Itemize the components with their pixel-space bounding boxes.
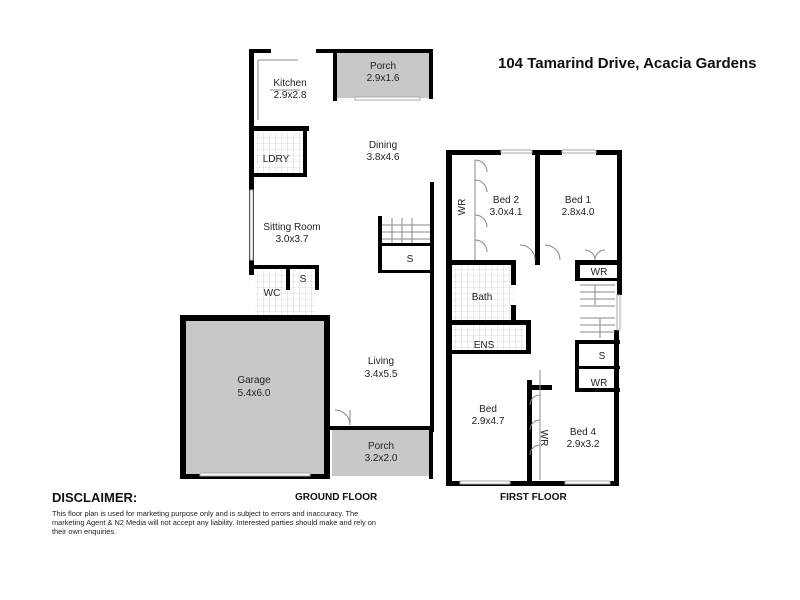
dining-label: Dining bbox=[369, 140, 397, 151]
first-floor-plan bbox=[446, 149, 622, 486]
sitting-room-label: Sitting Room bbox=[263, 222, 320, 233]
storage2-label: S bbox=[300, 274, 307, 285]
ground-floor-label: GROUND FLOOR bbox=[295, 492, 378, 503]
laundry-label: LDRY bbox=[263, 154, 290, 165]
garage-size: 5.4x6.0 bbox=[238, 388, 271, 399]
porch-top-area bbox=[337, 52, 430, 98]
first-floor-label: FIRST FLOOR bbox=[500, 492, 567, 503]
sitting-room-size: 3.0x3.7 bbox=[276, 234, 309, 245]
wc-label: WC bbox=[264, 288, 281, 299]
living-size: 3.4x5.5 bbox=[365, 369, 398, 380]
bed-label: Bed bbox=[479, 404, 497, 415]
wr2-label: WR bbox=[591, 378, 608, 389]
porch-bottom-size: 3.2x2.0 bbox=[365, 453, 398, 464]
porch-top-size: 2.9x1.6 bbox=[367, 73, 400, 84]
porch-bottom-area bbox=[332, 430, 430, 476]
wc-tiles bbox=[255, 270, 315, 315]
bed2-wr-label: WR bbox=[457, 199, 468, 216]
garage-area bbox=[185, 320, 325, 476]
bath-tiles bbox=[452, 264, 514, 320]
bed1-size: 2.8x4.0 bbox=[562, 207, 595, 218]
bath-label: Bath bbox=[472, 292, 493, 303]
property-title: 104 Tamarind Drive, Acacia Gardens bbox=[498, 55, 757, 72]
wr1-label: WR bbox=[591, 267, 608, 278]
laundry-tiles bbox=[255, 132, 303, 174]
bed1-label: Bed 1 bbox=[565, 195, 592, 206]
bed-size: 2.9x4.7 bbox=[472, 416, 505, 427]
storage-label: S bbox=[407, 254, 414, 265]
storage-ff-label: S bbox=[599, 351, 606, 362]
porch-bottom-label: Porch bbox=[368, 441, 394, 452]
living-label: Living bbox=[368, 356, 394, 367]
disclaimer-heading: DISCLAIMER: bbox=[52, 490, 138, 505]
porch-top-label: Porch bbox=[370, 61, 396, 72]
ens-tiles bbox=[452, 325, 524, 351]
ground-floor-plan bbox=[180, 49, 434, 479]
bed4-label: Bed 4 bbox=[570, 427, 597, 438]
bed4-size: 2.9x3.2 bbox=[567, 439, 600, 450]
bed-wr-label: WR bbox=[538, 430, 549, 447]
kitchen-label: Kitchen bbox=[273, 78, 306, 89]
ens-label: ENS bbox=[474, 340, 495, 351]
dining-size: 3.8x4.6 bbox=[367, 152, 400, 163]
bed2-size: 3.0x4.1 bbox=[490, 207, 523, 218]
bed2-label: Bed 2 bbox=[493, 195, 520, 206]
disclaimer-text: This floor plan is used for marketing pu… bbox=[52, 509, 376, 536]
garage-label: Garage bbox=[237, 375, 271, 386]
kitchen-size: 2.9x2.8 bbox=[274, 90, 307, 101]
